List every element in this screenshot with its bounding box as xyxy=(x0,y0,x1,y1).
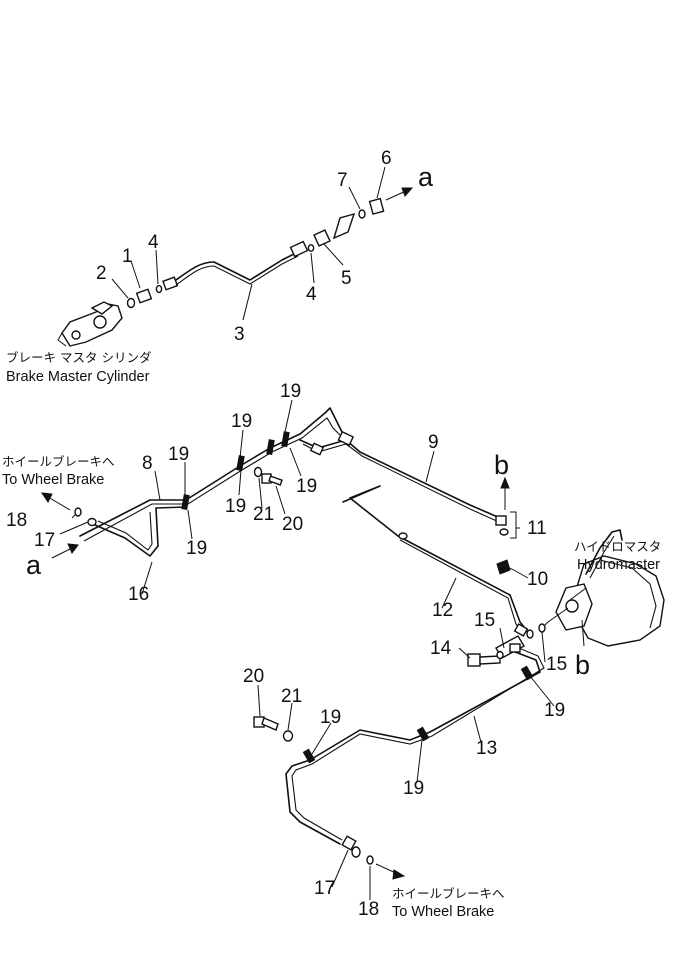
nut-6 xyxy=(368,197,385,215)
bolt-20-mid xyxy=(261,473,283,486)
label-13: 13 xyxy=(476,738,497,759)
letter-a-top: a xyxy=(418,162,434,192)
clips-19 xyxy=(181,431,290,510)
label-18-left: 18 xyxy=(6,510,27,531)
label-3: 3 xyxy=(234,324,245,345)
tube-9 xyxy=(299,430,501,523)
label-19-g: 19 xyxy=(544,700,565,721)
arrow-from-a-left xyxy=(51,543,79,559)
caption-wheel-bottom-en: To Wheel Brake xyxy=(392,904,494,920)
arrow-b-bottom xyxy=(581,619,585,647)
label-19-b: 19 xyxy=(231,411,252,432)
label-17-bottom: 17 xyxy=(314,878,335,899)
washers-15 xyxy=(526,623,546,639)
bolt-10 xyxy=(496,559,511,575)
caption-master-jp: ブレーキ マスタ シリンダ xyxy=(6,350,151,365)
washer-4-mid xyxy=(307,244,315,252)
label-18-bottom: 18 xyxy=(358,899,379,920)
label-19-d: 19 xyxy=(296,476,317,497)
tube-13 xyxy=(285,643,545,845)
washer-4-top xyxy=(155,284,163,294)
connector-5 xyxy=(313,229,331,247)
label-20-bottom: 20 xyxy=(243,666,264,687)
label-20-mid: 20 xyxy=(282,514,303,535)
letter-b-top: b xyxy=(494,450,509,480)
connector-1 xyxy=(135,288,153,304)
part-number-labels: 1 2 4 3 4 5 7 6 8 19 19 19 19 19 21 20 1… xyxy=(6,148,567,920)
washer-7 xyxy=(358,209,366,219)
label-21-bottom: 21 xyxy=(281,686,302,707)
arrow-to-wheel-bottom xyxy=(375,863,406,880)
fittings-17-18-bottom xyxy=(341,835,374,865)
label-19-f: 19 xyxy=(186,538,207,559)
label-11: 11 xyxy=(527,518,547,539)
label-12: 12 xyxy=(432,600,453,621)
label-19-c: 19 xyxy=(280,381,301,402)
label-4-top: 4 xyxy=(148,232,159,253)
captions: ブレーキ マスタ シリンダ Brake Master Cylinder ホイール… xyxy=(2,350,661,920)
tube-3 xyxy=(162,240,309,291)
label-1: 1 xyxy=(122,246,133,267)
tube-12 xyxy=(342,485,529,637)
caption-wheel-left-jp: ホイールブレーキへ xyxy=(2,454,115,469)
fittings-17-18-left xyxy=(74,507,97,527)
label-14: 14 xyxy=(430,638,452,659)
label-9: 9 xyxy=(428,432,439,453)
label-15-a: 15 xyxy=(474,610,495,631)
label-19-h: 19 xyxy=(403,778,424,799)
brake-master-cylinder xyxy=(57,301,123,347)
caption-hydro-en: Hydromaster xyxy=(577,557,660,573)
caption-wheel-bottom-jp: ホイールブレーキへ xyxy=(392,886,505,901)
arrow-to-wheel-left xyxy=(40,492,71,511)
label-6: 6 xyxy=(381,148,392,169)
label-5: 5 xyxy=(341,268,352,289)
caption-hydro-jp: ハイドロマスタ xyxy=(574,539,661,554)
label-19-e: 19 xyxy=(225,496,246,517)
label-17-left: 17 xyxy=(34,530,55,551)
washer-2 xyxy=(126,297,136,309)
tube-16 xyxy=(94,506,187,557)
bracket xyxy=(332,212,356,240)
caption-wheel-left-en: To Wheel Brake xyxy=(2,472,104,488)
bolt-14 xyxy=(467,653,501,667)
label-10: 10 xyxy=(527,569,548,590)
washer-21-bottom xyxy=(282,730,294,742)
label-21-mid: 21 xyxy=(253,504,274,525)
caption-master-en: Brake Master Cylinder xyxy=(6,369,150,385)
label-7: 7 xyxy=(337,170,348,191)
label-2: 2 xyxy=(96,263,107,284)
label-16: 16 xyxy=(128,584,149,605)
arrow-to-a-top xyxy=(385,187,414,201)
label-19-a: 19 xyxy=(168,444,189,465)
label-8: 8 xyxy=(142,453,153,474)
arrow-b-top xyxy=(500,476,510,510)
letter-b-bottom: b xyxy=(575,650,590,680)
connector-11 xyxy=(495,511,517,539)
letter-a-left: a xyxy=(26,550,42,580)
washer-21-mid xyxy=(253,466,263,478)
label-19-i: 19 xyxy=(320,707,341,728)
label-4-mid: 4 xyxy=(306,284,317,305)
connection-letters: a a b b xyxy=(26,162,590,680)
tube-8 xyxy=(79,407,346,542)
bolt-20-bottom xyxy=(253,716,279,731)
hydromaster xyxy=(541,529,665,647)
label-15-b: 15 xyxy=(546,654,567,675)
